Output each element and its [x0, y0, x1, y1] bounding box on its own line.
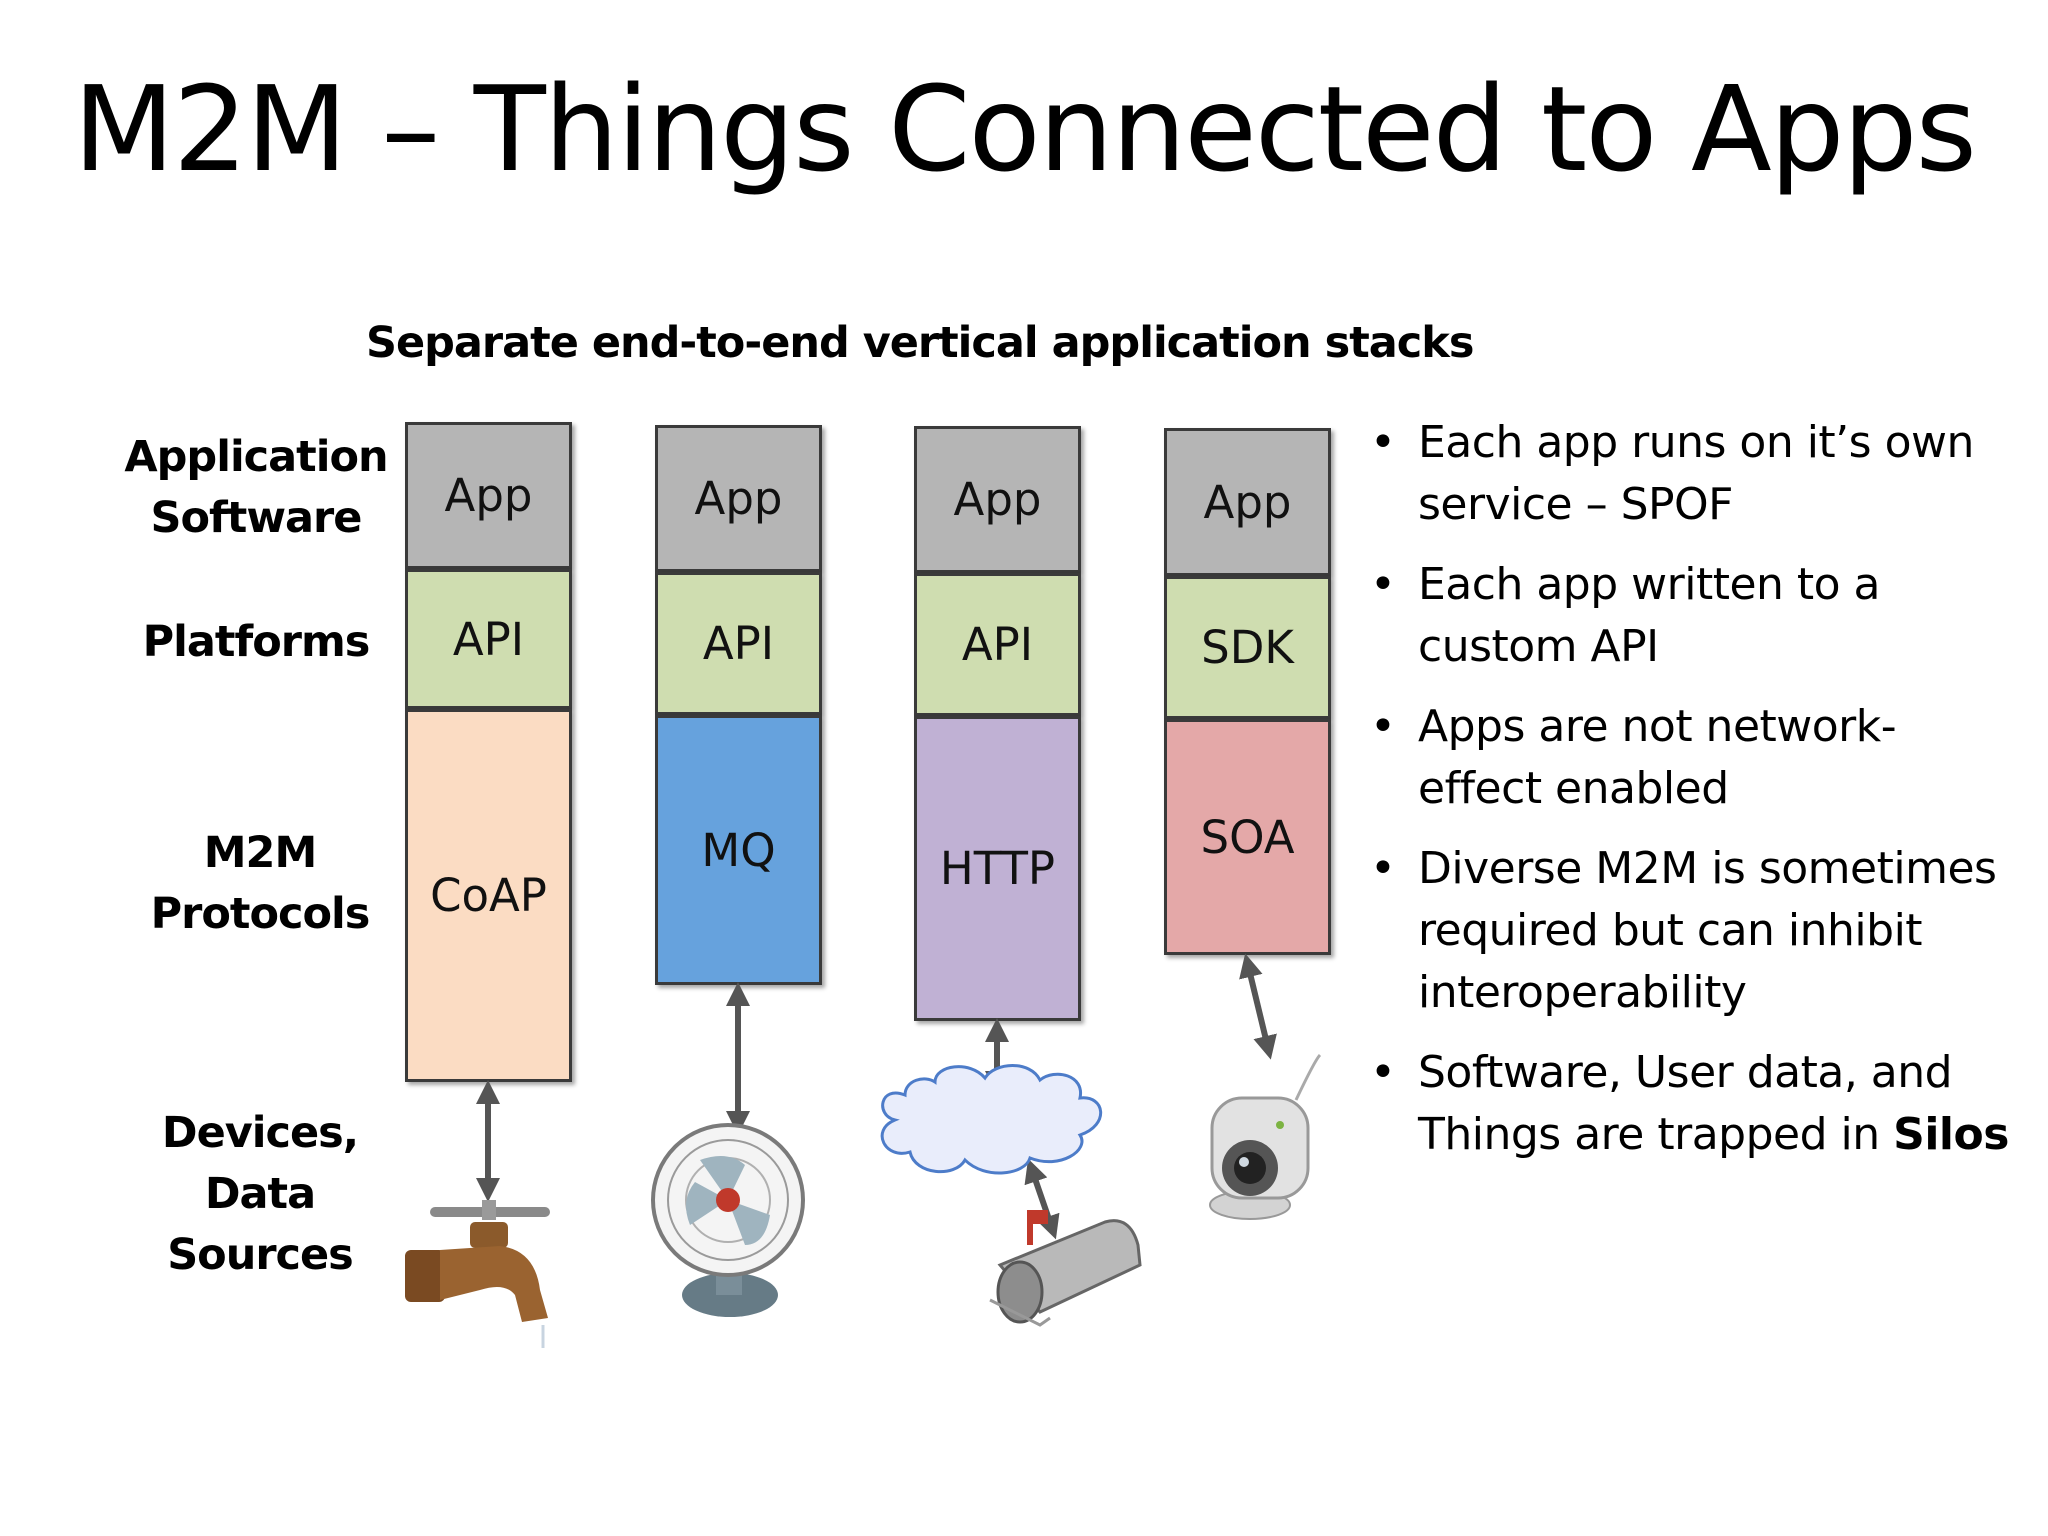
diagram-subtitle: Separate end-to-end vertical application…	[366, 318, 1474, 368]
stack-2-mq-block: MQ	[655, 715, 822, 985]
bullet-item-2: Each app written to a custom API	[1370, 554, 2010, 678]
stack-2-app-block: App	[655, 425, 822, 572]
stack-3-api-block: API	[914, 573, 1081, 716]
row-label-platforms: Platforms	[142, 617, 371, 667]
bullet-item-5: Software, User data, and Things are trap…	[1370, 1042, 2010, 1166]
stack-4-sdk-block: SDK	[1164, 576, 1331, 719]
bullet-bold-word: Silos	[1893, 1109, 2009, 1160]
row-label-m2m-protocols: M2M Protocols	[150, 828, 371, 939]
bullet-item-4: Diverse M2M is sometimes required but ca…	[1370, 838, 2010, 1024]
stack-3-app-block: App	[914, 426, 1081, 573]
cloud-icon	[880, 1064, 1103, 1175]
fan-icon	[651, 1123, 805, 1317]
bullet-item-3: Apps are not network-effect enabled	[1370, 696, 2010, 820]
stack-4-app-block: App	[1164, 428, 1331, 576]
row-label-application-software: Application Software	[124, 432, 388, 543]
webcam-icon	[1209, 1053, 1322, 1220]
stack-1-coap-block: CoAP	[405, 709, 572, 1082]
mailbox-icon	[989, 1210, 1142, 1327]
slide-title: M2M – Things Connected to Apps	[73, 60, 1977, 198]
bullet-list: Each app runs on it’s own service – SPOF…	[1370, 412, 2010, 1184]
stack-4-soa-block: SOA	[1164, 719, 1331, 955]
faucet-icon	[405, 1200, 550, 1348]
arrow-soa-webcam	[1239, 953, 1277, 1060]
stack-1-api-block: API	[405, 569, 572, 709]
row-label-devices: Devices, Data Sources	[161, 1108, 359, 1280]
stack-3-http-block: HTTP	[914, 716, 1081, 1021]
stack-1-app-block: App	[405, 422, 572, 569]
bullet-item-1: Each app runs on it’s own service – SPOF	[1370, 412, 2010, 536]
stack-2-api-block: API	[655, 572, 822, 715]
arrow-cloud-mailbox	[1024, 1158, 1060, 1240]
